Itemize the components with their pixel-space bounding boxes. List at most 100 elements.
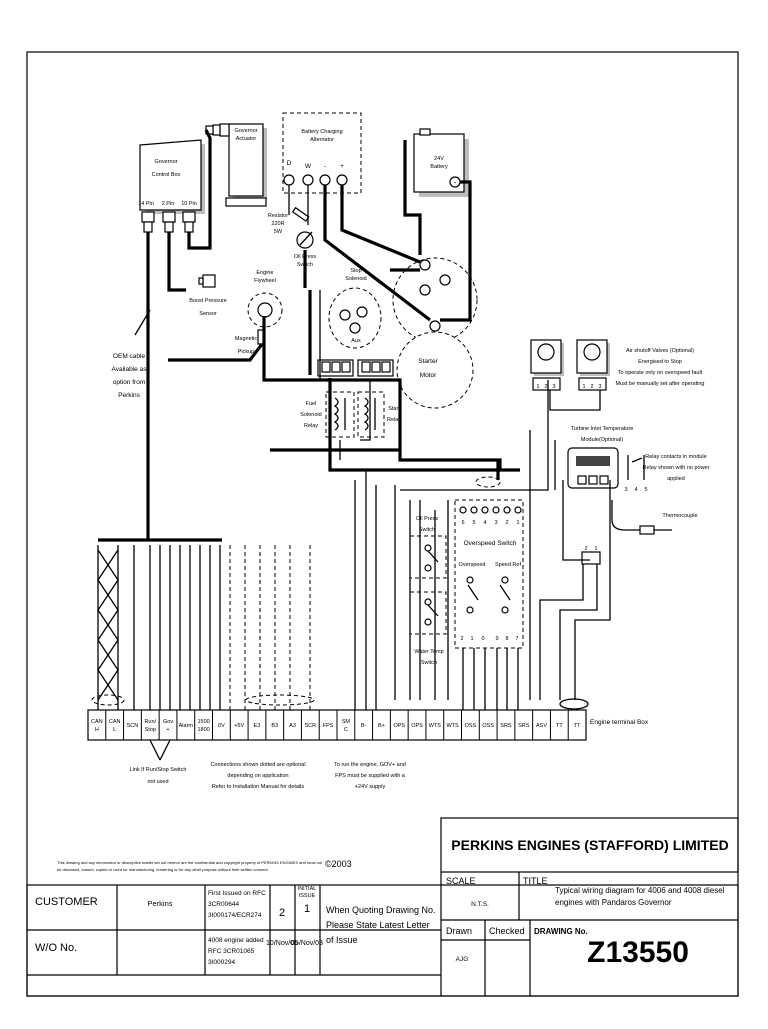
scale-value: N.T.S.: [471, 901, 489, 908]
diagram-notes: Link If Run/Stop Switch not used Connect…: [130, 739, 406, 790]
oem-cable-line-3: option from: [113, 379, 146, 386]
governor-actuator: Governor Actuator: [205, 123, 267, 207]
os-bottom-8: 8: [505, 636, 508, 642]
water-switch-label-2: Switch: [421, 660, 437, 666]
quote-line-3: of Issue: [326, 935, 358, 945]
os-bottom-2: 2: [460, 636, 463, 642]
starter-motor: Starter Motor: [392, 257, 478, 409]
terminal-18: OPS: [393, 723, 405, 729]
valve-a-terminal-3: 3: [552, 384, 555, 390]
resistor-label-2: 220R: [271, 221, 284, 227]
oem-cable-note: OEM cable Available as option from Perki…: [112, 309, 151, 399]
title-block: PERKINS ENGINES (STAFFORD) LIMITED This …: [26, 817, 739, 997]
drawing-number: Z13550: [587, 936, 689, 969]
resistor-label-3: 5W: [274, 229, 283, 235]
terminal-21: WTS: [446, 723, 459, 729]
issue-row2-date: 10/Nov/05: [266, 940, 298, 947]
terminal-11: B3: [271, 723, 278, 729]
terminal-27: TT: [556, 723, 563, 729]
terminal-5: Gov+: [163, 719, 173, 733]
note-run-line-2: FPS must be supplied with a: [335, 773, 406, 779]
disclaimer-line-1: This drawing and any information or desc…: [57, 860, 323, 865]
issue-2-number: 2: [279, 907, 285, 919]
oem-cable-line-1: OEM cable: [113, 353, 146, 360]
drawing-no-label: DRAWING No.: [534, 927, 588, 936]
terminal-6: Alarm: [179, 723, 194, 729]
alternator-label-2: Alternator: [310, 137, 334, 143]
terminal-3: SCN: [127, 723, 139, 729]
battery-label-1: 24V: [434, 156, 444, 162]
terminal-14: FPS: [323, 723, 334, 729]
initial-issue-number: 1: [304, 903, 310, 915]
solenoid-aux-label: Aux: [351, 338, 361, 344]
governor-control-box: Governor Control Box 14 Pin 2 Pin 10 Pin: [138, 139, 205, 233]
issue-row2-line-3: 3I000294: [208, 959, 235, 966]
terminal-17: B+: [378, 723, 385, 729]
os-num-2: 2: [505, 520, 508, 526]
flywheel-label-2: Flywheel: [254, 278, 276, 284]
water-switch-label-1: Water Temp: [414, 649, 443, 655]
resistor: Resistor 220R 5W: [268, 206, 310, 235]
gov-pin-14: 14 Pin: [138, 201, 154, 207]
drawn-value: AJG: [456, 956, 469, 963]
air-shutoff-line-3: To operate only on overspeed fault: [618, 370, 703, 376]
terminal-4: Run/Stop: [144, 719, 156, 733]
terminal-box-label: Engine terminal Box: [590, 719, 649, 726]
note-conn-line-1: Connections shown dotted are optional: [210, 762, 305, 768]
disclaimer-line-2: be disclosed, loaned, copied or used for…: [57, 867, 269, 872]
terminal-20: WTS: [429, 723, 442, 729]
pickup-label-2: Pickup: [238, 349, 255, 355]
os-num-1: 1: [516, 520, 519, 526]
valve-a-terminal-1: 1: [536, 384, 539, 390]
alt-terminal-d: D: [287, 160, 292, 167]
boost-sensor-label-1: Boost Pressure: [189, 298, 227, 304]
battery-label-2: Battery: [430, 164, 448, 170]
drawn-label: Drawn: [446, 926, 472, 936]
os-bottom-7: 7: [515, 636, 518, 642]
title-text-line-1: Typical wiring diagram for 4006 and 4008…: [555, 886, 725, 895]
boost-pressure-sensor: Boost Pressure Sensor: [189, 274, 227, 317]
drawing-border: [26, 51, 739, 997]
actuator-label-2: Actuator: [236, 136, 257, 142]
issue-row2-line-2: RFC 3CR01065: [208, 948, 255, 955]
valve-b-terminal-1: 1: [582, 384, 585, 390]
gov-pin-10: 10 Pin: [181, 201, 197, 207]
os-num-3: 3: [494, 520, 497, 526]
os-num-6: 6: [461, 520, 464, 526]
relay-contacts-line-3: applied: [667, 476, 685, 482]
note-run-line-3: +24V supply: [355, 784, 386, 790]
start-relay: Start Relay: [357, 359, 401, 438]
thermocouple-label: Thermocouple: [662, 513, 697, 519]
terminal-24: SRS: [500, 723, 512, 729]
starter-label-2: Motor: [420, 372, 437, 379]
alt-terminal-minus: -: [324, 163, 326, 170]
oem-cable-line-2: Available as: [112, 366, 148, 373]
fuel-relay-label-1: Fuel: [306, 401, 317, 407]
os-num-4: 4: [483, 520, 486, 526]
start-relay-label-1: Start: [388, 406, 400, 412]
note-conn-line-3: Refer to Installation Manual for details: [212, 784, 305, 790]
air-shutoff-valves: 1 2 3 1 2 3 Air shutoff Valves (Optional…: [530, 339, 704, 391]
terminal-9: +5V: [234, 723, 244, 729]
oil-switch-label-2: Switch: [419, 527, 435, 533]
stop-solenoid: Stop Solenoid Aux: [328, 268, 382, 349]
issue-row2-line-1: 4008 engine added: [208, 937, 264, 944]
turbine-temp-module: Turbine Inlet Temperature Module(Optiona…: [567, 426, 710, 493]
air-shutoff-line-1: Air shutoff Valves (Optional): [626, 348, 694, 354]
battery-charging-alternator: Battery Charging Alternator D W - +: [282, 112, 362, 194]
os-num-5: 5: [472, 520, 475, 526]
actuator-label-1: Governor: [235, 128, 258, 134]
terminal-25: SRS: [518, 723, 530, 729]
start-relay-label-2: Relay: [387, 417, 401, 423]
note-link-line-2: not used: [147, 779, 168, 785]
os-bottom-9: 9: [495, 636, 498, 642]
title-text-line-2: engines with Pandaros Governor: [555, 898, 672, 907]
customer-label: CUSTOMER: [35, 896, 98, 908]
relay-terminal-5: 5: [644, 487, 647, 493]
issue-2-line-1: First Issued on RFC: [208, 890, 266, 897]
